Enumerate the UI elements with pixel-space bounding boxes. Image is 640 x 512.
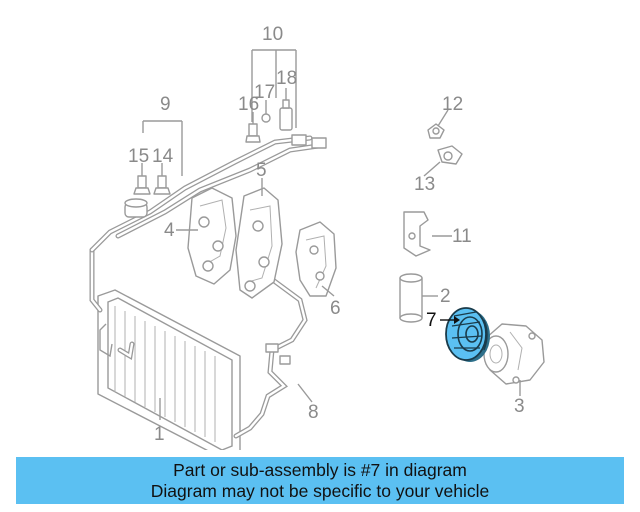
switch-part-15[interactable]: [133, 175, 151, 195]
banner-line-2: Diagram may not be specific to your vehi…: [150, 481, 490, 501]
label-4: 4: [164, 220, 175, 241]
label-14: 14: [152, 146, 174, 167]
label-18: 18: [276, 68, 297, 89]
condenser-part-1[interactable]: [97, 289, 241, 450]
bracket-part-11[interactable]: [403, 211, 431, 257]
label-1: 1: [154, 424, 165, 445]
bracket-part-6[interactable]: [295, 221, 337, 297]
bracket-part-5[interactable]: [235, 187, 283, 299]
receiver-part-18[interactable]: [279, 99, 293, 131]
label-3: 3: [514, 396, 525, 417]
label-6: 6: [330, 298, 341, 319]
refrigerant-lines: [89, 134, 327, 439]
switch-part-14[interactable]: [153, 175, 171, 195]
label-5: 5: [256, 160, 267, 181]
label-10: 10: [262, 24, 283, 45]
label-11: 11: [452, 226, 472, 247]
label-17: 17: [254, 82, 275, 103]
callout-labels: 10 18 17 16 9 15 14 5 4 6 12 13 11 2 7 3…: [128, 24, 525, 445]
switch-part-16[interactable]: [245, 123, 261, 143]
leader-lines: [141, 49, 521, 420]
info-banner: Part or sub-assembly is #7 in diagram Di…: [16, 457, 624, 504]
label-16: 16: [238, 94, 259, 115]
label-9: 9: [160, 94, 171, 115]
sensor-part-12[interactable]: [427, 123, 445, 139]
label-13: 13: [414, 174, 435, 195]
valve-part-17[interactable]: [261, 113, 271, 123]
compressor-part-3[interactable]: [483, 323, 545, 385]
sensor-part-13[interactable]: [437, 145, 463, 165]
bracket-part-4[interactable]: [187, 187, 237, 285]
label-8: 8: [308, 402, 319, 423]
label-12: 12: [442, 94, 463, 115]
label-15: 15: [128, 146, 149, 167]
receiver-drier-part-2[interactable]: [399, 273, 423, 323]
label-2: 2: [440, 286, 451, 307]
clutch-pulley-part-7[interactable]: [445, 307, 490, 362]
label-7: 7: [426, 310, 437, 331]
parts-diagram: 10 18 17 16 9 15 14 5 4 6 12 13 11 2 7 3…: [89, 24, 545, 450]
banner-line-1: Part or sub-assembly is #7 in diagram: [173, 460, 467, 480]
